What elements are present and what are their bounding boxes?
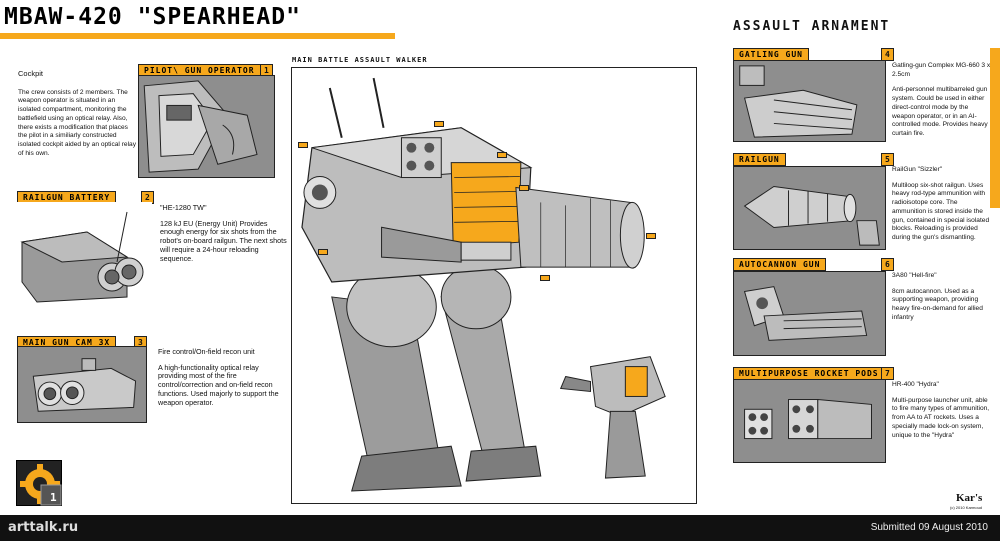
tag-2 — [497, 152, 507, 158]
gatling-body: Anti-personnel multibarreled gun system.… — [892, 86, 988, 137]
railgun-body: Multiloop six-shot railgun. Uses heavy r… — [892, 181, 990, 241]
railgun-text: RailGun "Sizzler" Multiloop six-shot rai… — [892, 166, 992, 250]
title-underline — [0, 33, 395, 39]
cockpit-text: Cockpit The crew consists of 2 members. … — [18, 69, 138, 165]
main-illustration — [291, 67, 697, 504]
battery-text: "HE-1280 TW" 128 kJ EU (Energy Unit) Pro… — [160, 203, 290, 270]
gear-badge: 1 — [16, 460, 62, 506]
walker-drawing — [301, 77, 666, 492]
tag-1 — [519, 185, 529, 191]
gatling-text: Gatling-gun Complex MG-660 3 x 2.5cm Ant… — [892, 62, 992, 146]
tag-3-left — [298, 142, 308, 148]
cockpit-heading: Cockpit — [18, 69, 44, 78]
railgun-name: RailGun "Sizzler" — [892, 166, 943, 173]
pilot-number: 1 — [260, 64, 273, 77]
autocannon-label: AUTOCANNON GUN — [733, 258, 827, 271]
railgun-illustration — [733, 166, 886, 250]
artist-signature: Kar's — [956, 492, 983, 504]
cockpit-body: The crew consists of 2 members. The weap… — [18, 88, 137, 157]
battery-name: "HE-1280 TW" — [160, 203, 207, 212]
gatling-number: 4 — [881, 48, 894, 61]
artist-copyright: (c) 2010 Karmoud — [950, 505, 983, 510]
tag-6 — [318, 249, 328, 255]
cam-drawing — [18, 347, 146, 422]
railgun-battery-illustration — [17, 202, 152, 307]
cam-body: A high-functionality optical relay provi… — [158, 362, 279, 407]
gatling-drawing — [734, 61, 885, 141]
autocannon-illustration — [733, 271, 886, 356]
rocket-pods-text: HR-400 "Hydra" Multi-purpose launcher un… — [892, 381, 992, 447]
cockpit-illustration — [138, 75, 275, 178]
cam-text: Fire control/On-field recon unit A high-… — [158, 347, 288, 414]
tag-5 — [646, 233, 656, 239]
autocannon-text: 3A80 "Hell-fire" 8cm autocannon. Used as… — [892, 272, 992, 330]
cockpit-drawing — [139, 76, 274, 177]
autocannon-name: 3A80 "Hell-fire" — [892, 272, 937, 279]
main-illustration-label: MAIN BATTLE ASSAULT WALKER — [292, 56, 428, 64]
armament-title: ASSAULT ARNAMENT — [733, 19, 891, 34]
footer-submitted: Submitted 09 August 2010 — [870, 522, 988, 533]
autocannon-body: 8cm autocannon. Used as a supporting wea… — [892, 287, 983, 321]
rocket-pods-body: Multi-purpose launcher unit, able to fir… — [892, 396, 990, 439]
cam-heading: Fire control/On-field recon unit — [158, 347, 255, 356]
footer-bar — [0, 515, 1000, 541]
main-gun-cam-illustration — [17, 346, 147, 423]
railgun-drawing — [734, 167, 885, 249]
rocket-pods-illustration — [733, 379, 886, 463]
tag-4 — [540, 275, 550, 281]
rocket-pods-name: HR-400 "Hydra" — [892, 381, 939, 388]
battery-drawing — [20, 211, 144, 303]
autocannon-drawing — [734, 272, 885, 355]
battery-body: 128 kJ EU (Energy Unit) Provides enough … — [160, 218, 287, 263]
rocket-pods-number: 7 — [881, 367, 894, 380]
armament-accent-bar — [990, 48, 1000, 208]
tag-7 — [434, 121, 444, 127]
autocannon-number: 6 — [881, 258, 894, 271]
footer-site-logo[interactable]: arttalk.ru — [8, 520, 79, 535]
badge-number: 1 — [50, 491, 57, 504]
gatling-name: Gatling-gun Complex MG-660 3 x 2.5cm — [892, 62, 991, 78]
rocket-pods-drawing — [734, 380, 885, 462]
railgun-label: RAILGUN — [733, 153, 786, 166]
gatling-illustration — [733, 60, 886, 142]
page-title: MBAW-420 "SPEARHEAD" — [4, 4, 301, 30]
gear-icon — [20, 464, 62, 506]
railgun-number: 5 — [881, 153, 894, 166]
